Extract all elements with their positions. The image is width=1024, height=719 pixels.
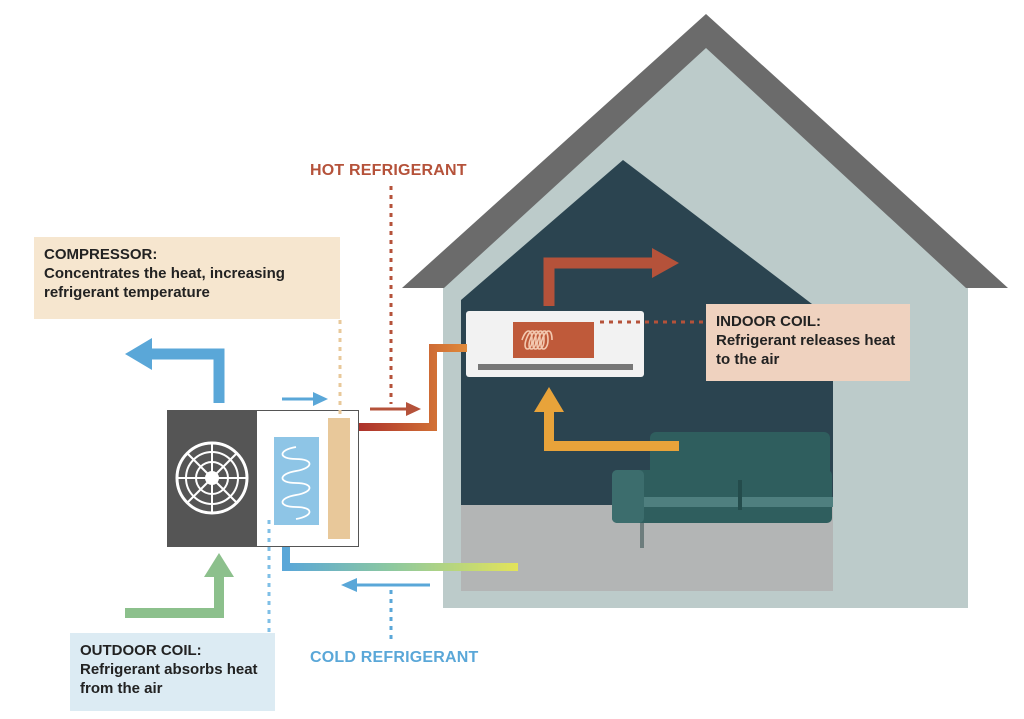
outdoor-coil-description: Refrigerant absorbs heat from the air: [80, 661, 258, 697]
indoor-coil-icon: [521, 330, 553, 350]
indoor-coil-description: Refrigerant releases heat to the air: [716, 332, 896, 368]
indoor-coil-title: INDOOR COIL:: [716, 313, 821, 330]
outdoor-unit: [167, 410, 359, 547]
exhaust-air-arrow: [125, 338, 225, 403]
compressor-column: [328, 418, 350, 539]
small-blue-arrow: [282, 392, 328, 406]
compressor-description: Concentrates the heat, increasing refrig…: [44, 265, 285, 301]
indoor-coil-callout: INDOOR COIL: Refrigerant releases heat t…: [706, 304, 910, 381]
intake-air-arrow: [125, 553, 234, 618]
compressor-title: COMPRESSOR:: [44, 246, 158, 263]
hot-refrigerant-label: HOT REFRIGERANT: [310, 162, 467, 179]
outdoor-coil-panel: [274, 437, 319, 525]
outdoor-coil-callout: OUTDOOR COIL: Refrigerant absorbs heat f…: [70, 633, 275, 711]
compressor-callout: COMPRESSOR: Concentrates the heat, incre…: [34, 237, 340, 319]
roof: [402, 14, 1008, 288]
hot-flow-arrow: [370, 402, 421, 416]
outdoor-coil-icon: [281, 446, 311, 520]
hot-air-arrow: [543, 248, 679, 306]
cold-flow-arrow: [341, 578, 430, 592]
indoor-unit: [466, 311, 644, 377]
return-air-arrow: [534, 387, 679, 451]
outdoor-coil-title: OUTDOOR COIL:: [80, 642, 202, 659]
sofa: [612, 432, 833, 548]
cold-refrigerant-label: COLD REFRIGERANT: [310, 649, 479, 666]
hot-pipe: [350, 344, 467, 431]
leader-lines: [267, 186, 706, 640]
